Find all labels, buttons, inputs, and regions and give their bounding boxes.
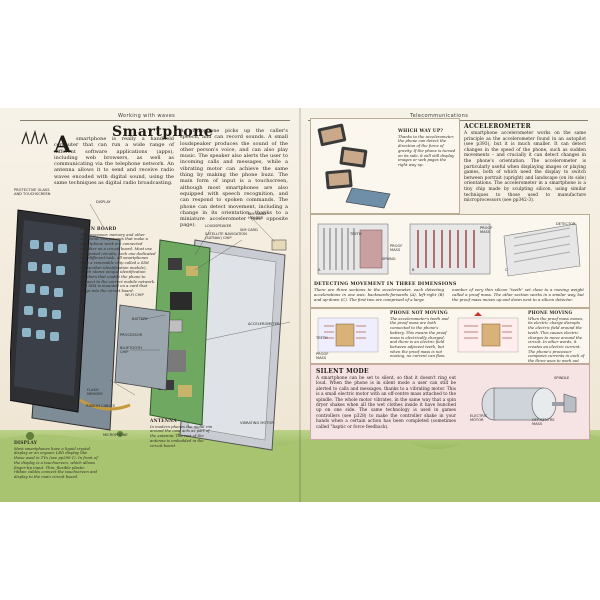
page-title: Smartphone xyxy=(112,124,214,140)
accelerometer-three-axes-diagram xyxy=(317,223,581,277)
label-loudspeaker: Loudspeaker xyxy=(205,224,232,228)
label-bluetooth: Bluetooth chip xyxy=(120,346,142,355)
birds-illustration xyxy=(21,130,48,145)
label-axis-c: C xyxy=(505,268,508,272)
silent-mode-text: A smartphone can be set to silent, so th… xyxy=(316,376,456,430)
not-moving-text: The accelerometer's teeth and the proof … xyxy=(390,315,449,359)
not-moving-heading: Phone not moving xyxy=(390,311,448,316)
label-spring: Spring xyxy=(382,257,396,261)
label-spindle: Spindle xyxy=(554,376,570,380)
accelerometer-text: A smartphone accelerometer works on the … xyxy=(464,131,586,204)
label-battery: Battery xyxy=(132,317,148,321)
moving-diagram xyxy=(457,312,519,353)
which-way-up-heading: Which way up? xyxy=(398,129,444,134)
smartphone-exploded-illustration xyxy=(10,203,290,451)
main-board-text: The processor, memory and other electron… xyxy=(80,231,156,294)
drop-cap: A xyxy=(54,132,72,158)
three-dimensions-heading: Detecting movement in three dimensions xyxy=(314,282,457,287)
label-accelerometer: Accelerometer xyxy=(248,322,280,326)
main-board-callout: Main board The processor, memory and oth… xyxy=(80,227,158,294)
antenna-callout: Antenna In modern phones the metal rim a… xyxy=(150,419,214,448)
rotating-phones-illustration xyxy=(317,123,391,209)
axis-a-sensor xyxy=(317,223,389,275)
label-ribbon-cables: Ribbon cables xyxy=(86,404,116,408)
intro-paragraph: smartphone is really a handheld computer… xyxy=(54,136,174,187)
label-satellite-nav: Satellite navigation (SatNav) chip xyxy=(205,232,247,241)
axis-c-sensor xyxy=(503,223,581,277)
running-head-rule-left xyxy=(20,120,290,121)
display-heading: Display xyxy=(14,441,38,446)
ribbon-cable-illustration xyxy=(79,398,131,411)
label-sim-card-holder: SIM card holder xyxy=(248,212,266,221)
moving-heading: Phone moving xyxy=(528,311,573,316)
label-wifi-chip: Wi-Fi chip xyxy=(125,293,144,297)
label-proof-mass-a: Proof mass xyxy=(390,244,403,253)
label-detector: Detector xyxy=(556,222,576,226)
not-moving-diagram xyxy=(317,317,379,353)
silent-mode-heading: Silent mode xyxy=(316,368,369,375)
label-off-centre-mass: Off-centre mass xyxy=(532,418,555,427)
which-way-up-text: Thanks to the accelerometer, the phone c… xyxy=(398,133,456,167)
running-head-right: Telecommunications xyxy=(410,113,469,119)
three-dimensions-text-right: number of very thin silicon "teeth" set … xyxy=(452,287,584,302)
label-proof-mass-b: Proof mass xyxy=(480,226,493,235)
label-axis-a: A xyxy=(318,268,321,272)
label-vibrating-motor: Vibrating motor xyxy=(240,421,274,425)
vibrating-motor-illustration xyxy=(481,387,577,421)
label-sim-card: SIM card xyxy=(240,228,258,232)
label-proof-mass-state: Proof mass xyxy=(316,352,329,361)
label-flash-memory: Flash memory xyxy=(87,388,103,397)
antenna-text: In modern phones the metal rim around th… xyxy=(150,423,213,448)
which-way-up-callout: Which way up? Thanks to the acceleromete… xyxy=(398,129,456,168)
main-board-heading: Main board xyxy=(80,227,117,232)
axis-b-sensor xyxy=(409,223,491,275)
sim-card-illustration xyxy=(271,239,287,251)
body-paragraph: A microphone picks up the caller's speec… xyxy=(180,128,288,229)
label-electric-motor: Electric motor xyxy=(470,414,488,423)
running-head-left: Working with waves xyxy=(118,113,176,119)
not-moving-callout: Phone not moving The accelerometer's tee… xyxy=(390,311,450,359)
label-axis-b: B xyxy=(412,268,415,272)
label-processor: Processor xyxy=(120,333,143,337)
label-microphone: Microphone xyxy=(103,433,128,437)
page-gutter xyxy=(299,108,301,502)
label-teeth-state: Teeth xyxy=(316,336,328,340)
three-dimensions-text-left: There are three sections to the accelero… xyxy=(314,287,444,302)
display-text: Most smartphones have a liquid crystal d… xyxy=(14,445,98,479)
accelerometer-heading: Accelerometer xyxy=(464,123,531,130)
antenna-heading: Antenna xyxy=(150,419,177,424)
label-teeth-diagram: Teeth xyxy=(350,232,362,236)
touchscreen-illustration xyxy=(10,209,91,413)
battery-illustration xyxy=(114,304,171,391)
label-protective-glass: Protective glass and touchscreen xyxy=(14,188,51,197)
display-callout: Display Most smartphones have a liquid c… xyxy=(14,441,98,480)
label-display: Display xyxy=(96,200,111,204)
